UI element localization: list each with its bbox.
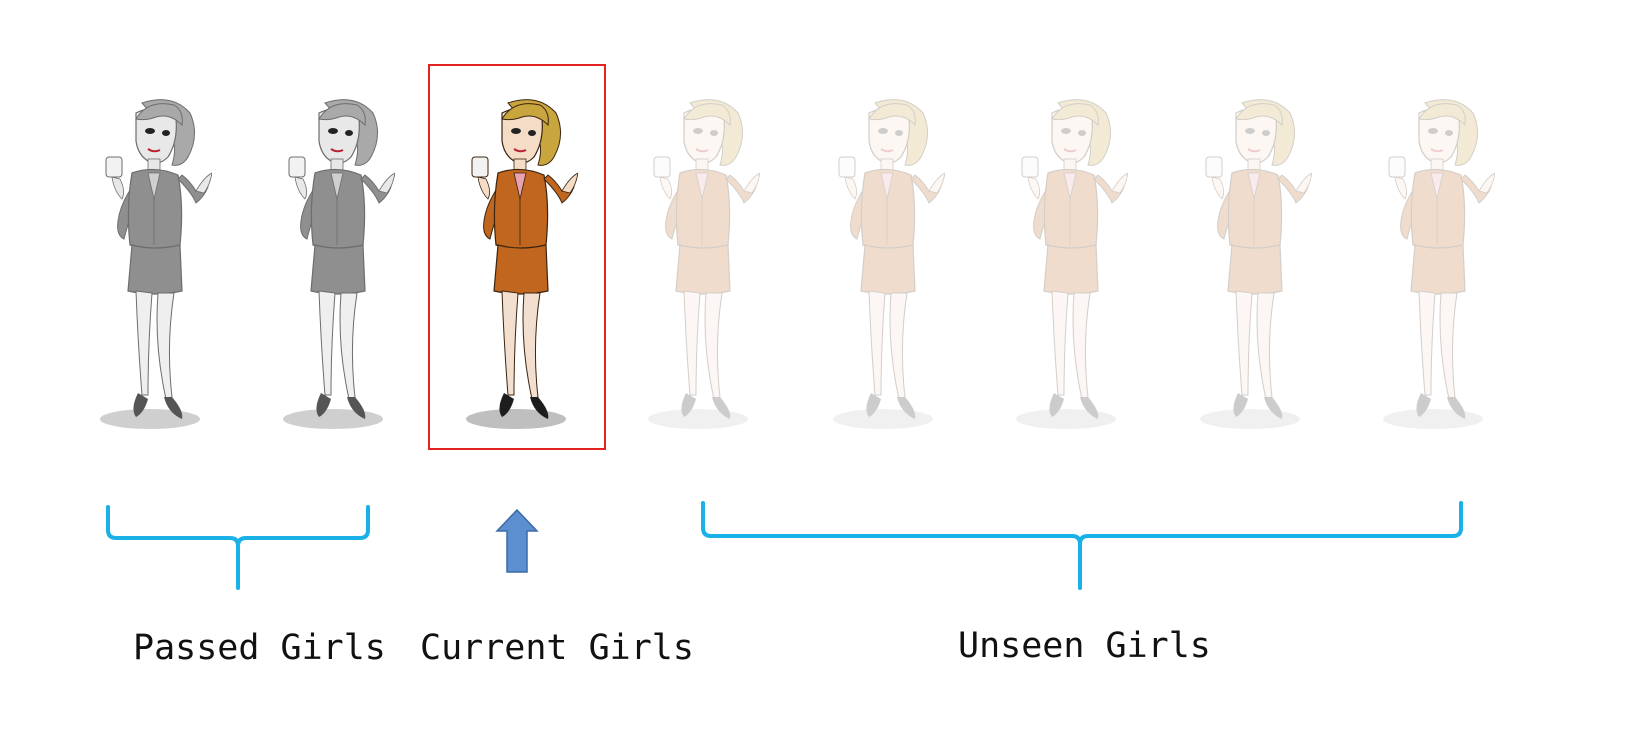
passed-brace (106, 505, 370, 590)
girl-figure-current (458, 95, 578, 435)
current-arrow-up-icon (495, 508, 539, 573)
unseen-brace (701, 501, 1463, 590)
current-girls-label: Current Girls (420, 628, 694, 668)
current-highlight-frame (428, 64, 606, 450)
passed-girls-label: Passed Girls (133, 628, 386, 668)
unseen-girls-label: Unseen Girls (958, 626, 1211, 666)
girl-figure-unseen-5 (1375, 95, 1495, 435)
girl-figure-passed-2 (275, 95, 395, 435)
girl-figure-unseen-3 (1008, 95, 1128, 435)
girl-figure-unseen-4 (1192, 95, 1312, 435)
girl-figure-passed-1 (92, 95, 212, 435)
girl-figure-unseen-2 (825, 95, 945, 435)
girl-figure-unseen-1 (640, 95, 760, 435)
